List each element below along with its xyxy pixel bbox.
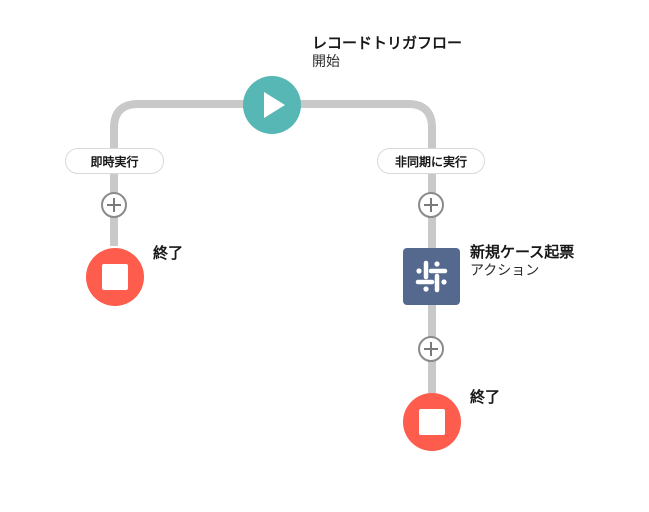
connector-left-branch [110,100,244,246]
end-node-async[interactable] [403,393,461,451]
stop-icon [419,409,445,435]
start-button[interactable] [243,76,301,134]
action-title: 新規ケース起票 [470,243,575,261]
add-element-button[interactable] [101,192,127,218]
action-node[interactable] [403,248,460,305]
start-title: レコードトリガフロー [312,34,463,52]
end-label-immediate: 終了 [153,244,184,262]
connector-right-branch [300,100,436,248]
plus-icon [424,198,438,212]
start-subtitle: 開始 [312,54,340,70]
branch-label-immediate[interactable]: 即時実行 [65,148,164,174]
plus-icon [424,342,438,356]
action-subtitle: アクション [470,263,540,279]
end-label-async: 終了 [470,388,501,406]
plus-icon [107,198,121,212]
stop-icon [102,264,128,290]
add-element-button[interactable] [418,336,444,362]
branch-label-async[interactable]: 非同期に実行 [377,148,485,174]
add-element-button[interactable] [418,192,444,218]
play-icon [264,92,285,118]
slack-icon [415,260,448,293]
end-node-immediate[interactable] [86,248,144,306]
